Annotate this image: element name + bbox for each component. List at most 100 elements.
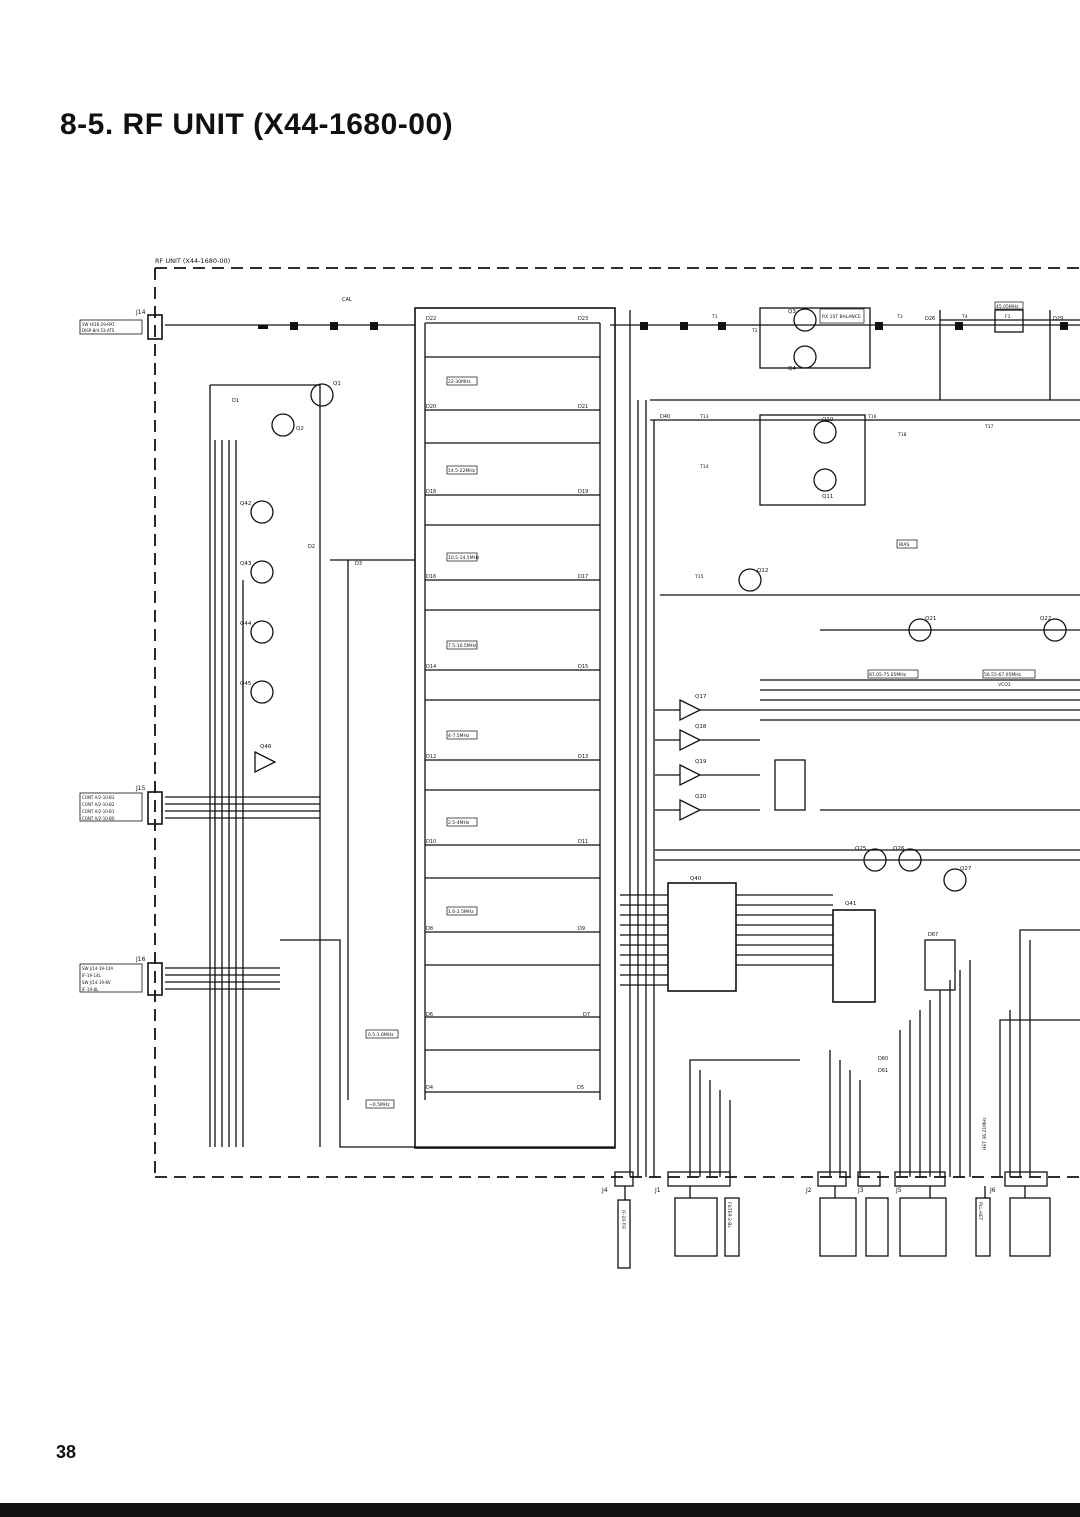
- misc-label: IF-20-TIF: [620, 1210, 626, 1230]
- misc-label: BIAS: [899, 542, 909, 548]
- component-label: D18: [426, 489, 436, 495]
- component-label: D23: [578, 316, 588, 322]
- component-label: D13: [578, 754, 588, 760]
- misc-label: T4: [961, 314, 968, 320]
- connector-j15: J15: [135, 785, 146, 792]
- band-range: 2.5-4MHz: [448, 820, 470, 826]
- connector-j14: J14: [135, 309, 146, 316]
- component-label: Q42: [240, 501, 251, 507]
- component-label: Q20: [695, 794, 707, 800]
- component-label: D67: [928, 932, 938, 938]
- component-label: Q27: [960, 866, 972, 872]
- misc-label: FILTER-2-BL: [726, 1202, 732, 1228]
- component-label: Q45: [240, 681, 252, 687]
- j14-ref: DISP-8/4-53-ATS: [82, 328, 115, 333]
- connector-j5: J5: [895, 1187, 902, 1194]
- j15-ref: CONT A/2-10-B0: [82, 816, 115, 821]
- component-label: D11: [578, 839, 588, 845]
- component-label: D20: [426, 404, 436, 410]
- component-label: Q19: [695, 759, 707, 765]
- misc-label: T16: [867, 414, 877, 420]
- connector-j3: J3: [857, 1187, 864, 1194]
- misc-label: T18: [897, 432, 907, 438]
- misc-label: 87.05-75.05MHz: [869, 672, 907, 678]
- j14-ref-tags: SW H/16-29-RAT DISP-8/4-53-ATS: [79, 319, 143, 335]
- component-label: D61: [878, 1068, 888, 1074]
- band-range-labels: 22-30MHz 14.5-22MHz 10.5-14.5MHz 7.5-10.…: [365, 376, 480, 1109]
- j16-ref: SW J/14-19-8V: [82, 980, 111, 985]
- component-label: D12: [426, 754, 436, 760]
- component-label: Q2: [296, 426, 304, 432]
- component-label: D10: [426, 839, 436, 845]
- misc-labels: RX 1ST BALANCE 45.05MHz BIAS 87.05-75.05…: [620, 301, 1036, 1230]
- misc-label: T17: [984, 424, 994, 430]
- j15-ref: CONT A/2-10-B1: [82, 809, 115, 814]
- misc-label: T15: [694, 574, 704, 580]
- j15-ref-tags: CONT A/2-10-B3 CONT A/2-10-B2 CONT A/2-1…: [79, 792, 143, 822]
- diode-labels: D1 D2 D3 D4 D5 D6 D7 D8 D9 D10 D11 D12 D…: [232, 316, 1063, 1091]
- component-label: Q26: [893, 846, 905, 852]
- band-range: 4-7.5MHz: [448, 733, 470, 739]
- ic-q40: [667, 882, 737, 992]
- band-range: 10.5-14.5MHz: [448, 555, 480, 561]
- component-label: D1: [232, 398, 239, 404]
- component-label: Q17: [695, 694, 707, 700]
- connector-j2: J2: [805, 1187, 812, 1194]
- j16-ref-tags: SW J/14-19-14A IF-19-14L SW J/14-19-8V I…: [79, 963, 143, 993]
- component-label: Q1: [333, 381, 341, 387]
- component-label: Q22: [1040, 616, 1051, 622]
- misc-label: T14: [699, 464, 709, 470]
- component-label: Q43: [240, 561, 252, 567]
- misc-label: RX 1ST BALANCE: [822, 314, 861, 320]
- misc-label: 45.05MHz: [996, 304, 1019, 310]
- misc-label: F1: [1005, 314, 1011, 320]
- j14-ref: SW H/16-29-RAT: [82, 322, 115, 327]
- misc-label: VCO3: [998, 682, 1011, 688]
- component-label: D26: [925, 316, 935, 322]
- component-label: Q41: [845, 901, 856, 907]
- component-label: Q40: [690, 876, 702, 882]
- component-label: D19: [578, 489, 588, 495]
- component-label: D22: [426, 316, 436, 322]
- component-label: D17: [578, 574, 588, 580]
- unit-boundary: [154, 267, 1080, 1178]
- misc-label: T1: [711, 314, 718, 320]
- component-label: Q3: [788, 309, 796, 315]
- j16-ref: IF-19-14L: [82, 973, 102, 978]
- j15-ref: CONT A/2-10-B3: [82, 795, 115, 800]
- page-bottom-rule: [0, 1503, 1080, 1517]
- component-label: D9: [578, 926, 585, 932]
- misc-label: T2: [751, 328, 758, 334]
- component-label: Q10: [822, 417, 834, 423]
- band-range: 7.5-10.5MHz: [448, 643, 477, 649]
- component-label: Q46: [260, 744, 272, 750]
- component-label: D16: [426, 574, 436, 580]
- component-label: D3: [355, 561, 362, 567]
- filter-bank-box: [414, 307, 616, 1149]
- connector-j6: J6: [989, 1187, 996, 1194]
- component-label: Q11: [822, 494, 833, 500]
- component-label: D60: [878, 1056, 888, 1062]
- component-label: D4: [426, 1085, 433, 1091]
- component-label: Q12: [757, 568, 768, 574]
- band-range: 1.6-2.5MHz: [448, 909, 474, 915]
- component-label: D5: [577, 1085, 584, 1091]
- connector-j1: J1: [654, 1187, 661, 1194]
- connector-j16: J16: [135, 956, 146, 963]
- page-number: 38: [56, 1442, 77, 1462]
- misc-label: HET 36.21MHz: [982, 1116, 988, 1150]
- misc-label: 56.55-67.05MHz: [984, 672, 1022, 678]
- band-range: 22-30MHz: [448, 379, 471, 385]
- component-label: Q4: [788, 366, 796, 372]
- misc-label: PLL-HET: [977, 1202, 983, 1220]
- component-label: D7: [583, 1012, 590, 1018]
- transistor-labels: Q1 Q2 Q3 Q4 Q10 Q11 Q12 Q17 Q18 Q19 Q20 …: [240, 309, 1051, 907]
- component-label: D14: [426, 664, 436, 670]
- component-label: Q25: [855, 846, 867, 852]
- component-label: Q44: [240, 621, 252, 627]
- component-label: D6: [426, 1012, 433, 1018]
- misc-label: T13: [699, 414, 709, 420]
- cal-label: CAL: [342, 297, 352, 303]
- ic-q41: [832, 909, 876, 1003]
